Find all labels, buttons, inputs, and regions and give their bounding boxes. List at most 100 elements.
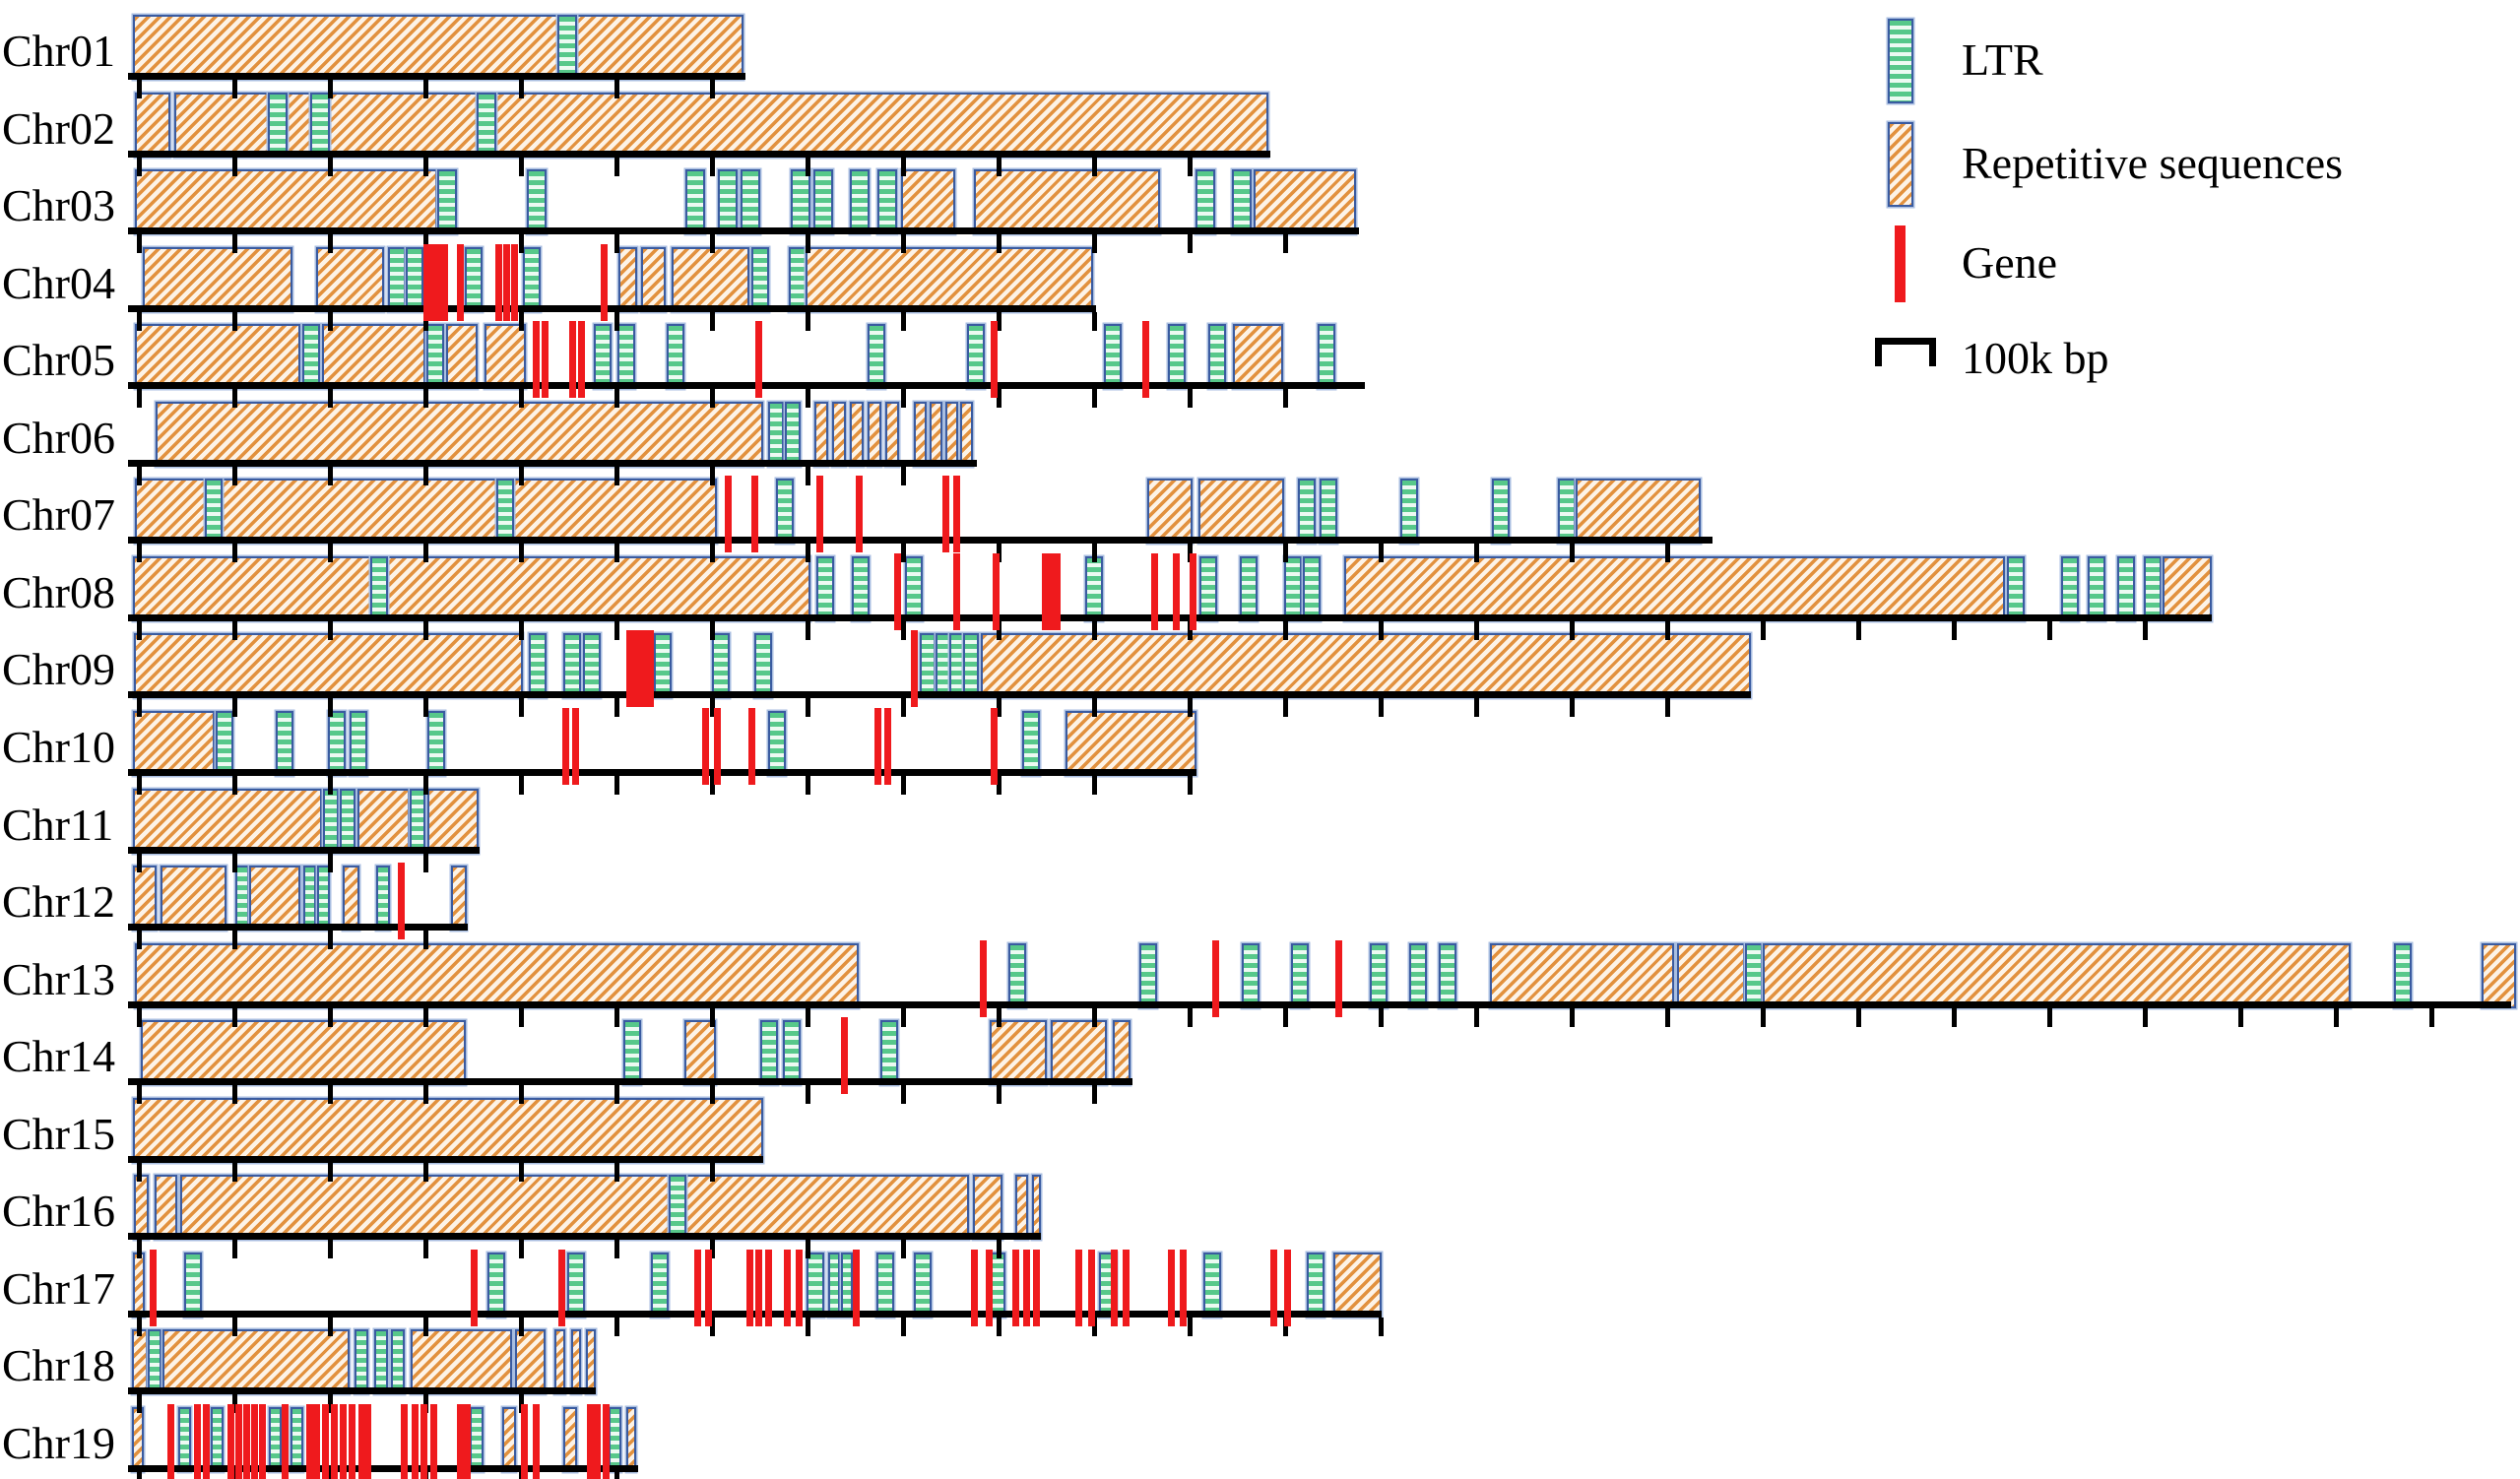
repeat-feature bbox=[161, 866, 226, 931]
gene-feature bbox=[1142, 321, 1149, 398]
gene-feature bbox=[150, 1250, 157, 1326]
repeat-feature bbox=[133, 1253, 145, 1318]
repeat-feature bbox=[133, 15, 743, 80]
gene-feature bbox=[953, 476, 960, 552]
gene-feature bbox=[1151, 553, 1158, 630]
repeat-feature bbox=[316, 247, 384, 312]
axis-tick bbox=[901, 1240, 906, 1258]
repeat-feature bbox=[1066, 711, 1196, 776]
repeat-feature bbox=[133, 556, 810, 621]
axis-tick bbox=[232, 1163, 237, 1182]
axis-tick bbox=[423, 158, 428, 176]
axis-tick bbox=[1474, 621, 1479, 640]
repeat-feature bbox=[914, 402, 927, 467]
repeat-feature bbox=[571, 1329, 581, 1394]
axis-tick bbox=[328, 776, 333, 795]
ltr-feature bbox=[1195, 169, 1215, 234]
axis-tick bbox=[1092, 158, 1097, 176]
axis-tick bbox=[614, 234, 619, 253]
ltr-feature bbox=[567, 1253, 585, 1318]
axis-tick bbox=[519, 544, 524, 562]
gene-feature bbox=[194, 1404, 201, 1479]
repeat-feature bbox=[134, 1175, 149, 1240]
axis-tick bbox=[137, 467, 142, 485]
ltr-feature bbox=[487, 1253, 505, 1318]
repeat-feature bbox=[672, 247, 749, 312]
ltr-feature bbox=[303, 866, 316, 931]
ltr-feature bbox=[967, 324, 985, 389]
axis-tick bbox=[806, 389, 810, 408]
ltr-feature bbox=[216, 711, 233, 776]
axis-tick bbox=[328, 1008, 333, 1027]
axis-tick bbox=[1283, 698, 1288, 717]
gene-feature bbox=[435, 244, 442, 321]
axis-tick bbox=[137, 312, 142, 331]
gene-feature bbox=[796, 1250, 803, 1326]
ltr-feature bbox=[2394, 943, 2412, 1008]
ltr-feature bbox=[1199, 556, 1217, 621]
gene-feature bbox=[364, 1404, 371, 1479]
axis-tick bbox=[137, 544, 142, 562]
chromosome-axis-line bbox=[128, 537, 1712, 544]
gene-feature bbox=[511, 244, 518, 321]
ltr-feature bbox=[807, 1253, 824, 1318]
gene-feature bbox=[953, 553, 960, 630]
axis-tick bbox=[328, 234, 333, 253]
gene-feature bbox=[874, 708, 881, 785]
ltr-feature bbox=[496, 479, 514, 544]
axis-tick bbox=[423, 80, 428, 98]
ltr-feature bbox=[1022, 711, 1040, 776]
ltr-feature bbox=[340, 789, 355, 854]
chromosome-axis-line bbox=[128, 1465, 638, 1472]
gene-feature bbox=[227, 1404, 234, 1479]
repeat-feature bbox=[1147, 479, 1193, 544]
ltr-feature bbox=[685, 169, 705, 234]
repeat-feature bbox=[132, 1407, 144, 1472]
gene-feature bbox=[503, 244, 510, 321]
repeat-feature bbox=[885, 402, 899, 467]
ltr-feature bbox=[470, 1407, 484, 1472]
gene-feature bbox=[601, 244, 608, 321]
axis-tick bbox=[137, 1085, 142, 1104]
ltr-feature bbox=[816, 556, 834, 621]
axis-tick bbox=[232, 467, 237, 485]
gene-feature bbox=[282, 1404, 289, 1479]
chromosome-label: Chr05 bbox=[2, 335, 115, 385]
repeat-feature bbox=[684, 1020, 716, 1085]
axis-tick bbox=[710, 80, 715, 98]
repeat-feature bbox=[1677, 943, 1745, 1008]
axis-tick bbox=[614, 312, 619, 331]
axis-tick bbox=[423, 931, 428, 949]
chromosome-axis-line bbox=[128, 305, 1096, 312]
axis-tick bbox=[614, 698, 619, 717]
repeat-feature bbox=[850, 402, 864, 467]
repeat-feature bbox=[446, 324, 478, 389]
chromosome-label: Chr18 bbox=[2, 1340, 115, 1390]
axis-tick bbox=[1188, 544, 1193, 562]
ltr-feature bbox=[1232, 169, 1252, 234]
repeat-feature bbox=[427, 789, 479, 854]
ltr-feature bbox=[268, 93, 288, 158]
axis-tick bbox=[1665, 621, 1670, 640]
axis-tick bbox=[1188, 234, 1193, 253]
axis-tick bbox=[232, 1240, 237, 1258]
axis-tick bbox=[614, 776, 619, 795]
axis-tick bbox=[519, 1163, 524, 1182]
axis-tick bbox=[1188, 1318, 1193, 1336]
axis-tick bbox=[1283, 621, 1288, 640]
ltr-feature bbox=[1303, 556, 1321, 621]
repeat-feature bbox=[155, 1175, 177, 1240]
axis-tick bbox=[806, 1008, 810, 1027]
gene-feature bbox=[243, 1404, 250, 1479]
gene-feature bbox=[471, 1250, 478, 1326]
chromosome-label: Chr19 bbox=[2, 1418, 115, 1468]
axis-tick bbox=[328, 1085, 333, 1104]
ltr-feature bbox=[868, 324, 885, 389]
gene-feature bbox=[340, 1404, 347, 1479]
axis-tick bbox=[519, 80, 524, 98]
axis-tick bbox=[710, 234, 715, 253]
repeat-feature bbox=[586, 1329, 596, 1394]
ltr-feature bbox=[350, 711, 367, 776]
gene-feature bbox=[398, 863, 405, 939]
